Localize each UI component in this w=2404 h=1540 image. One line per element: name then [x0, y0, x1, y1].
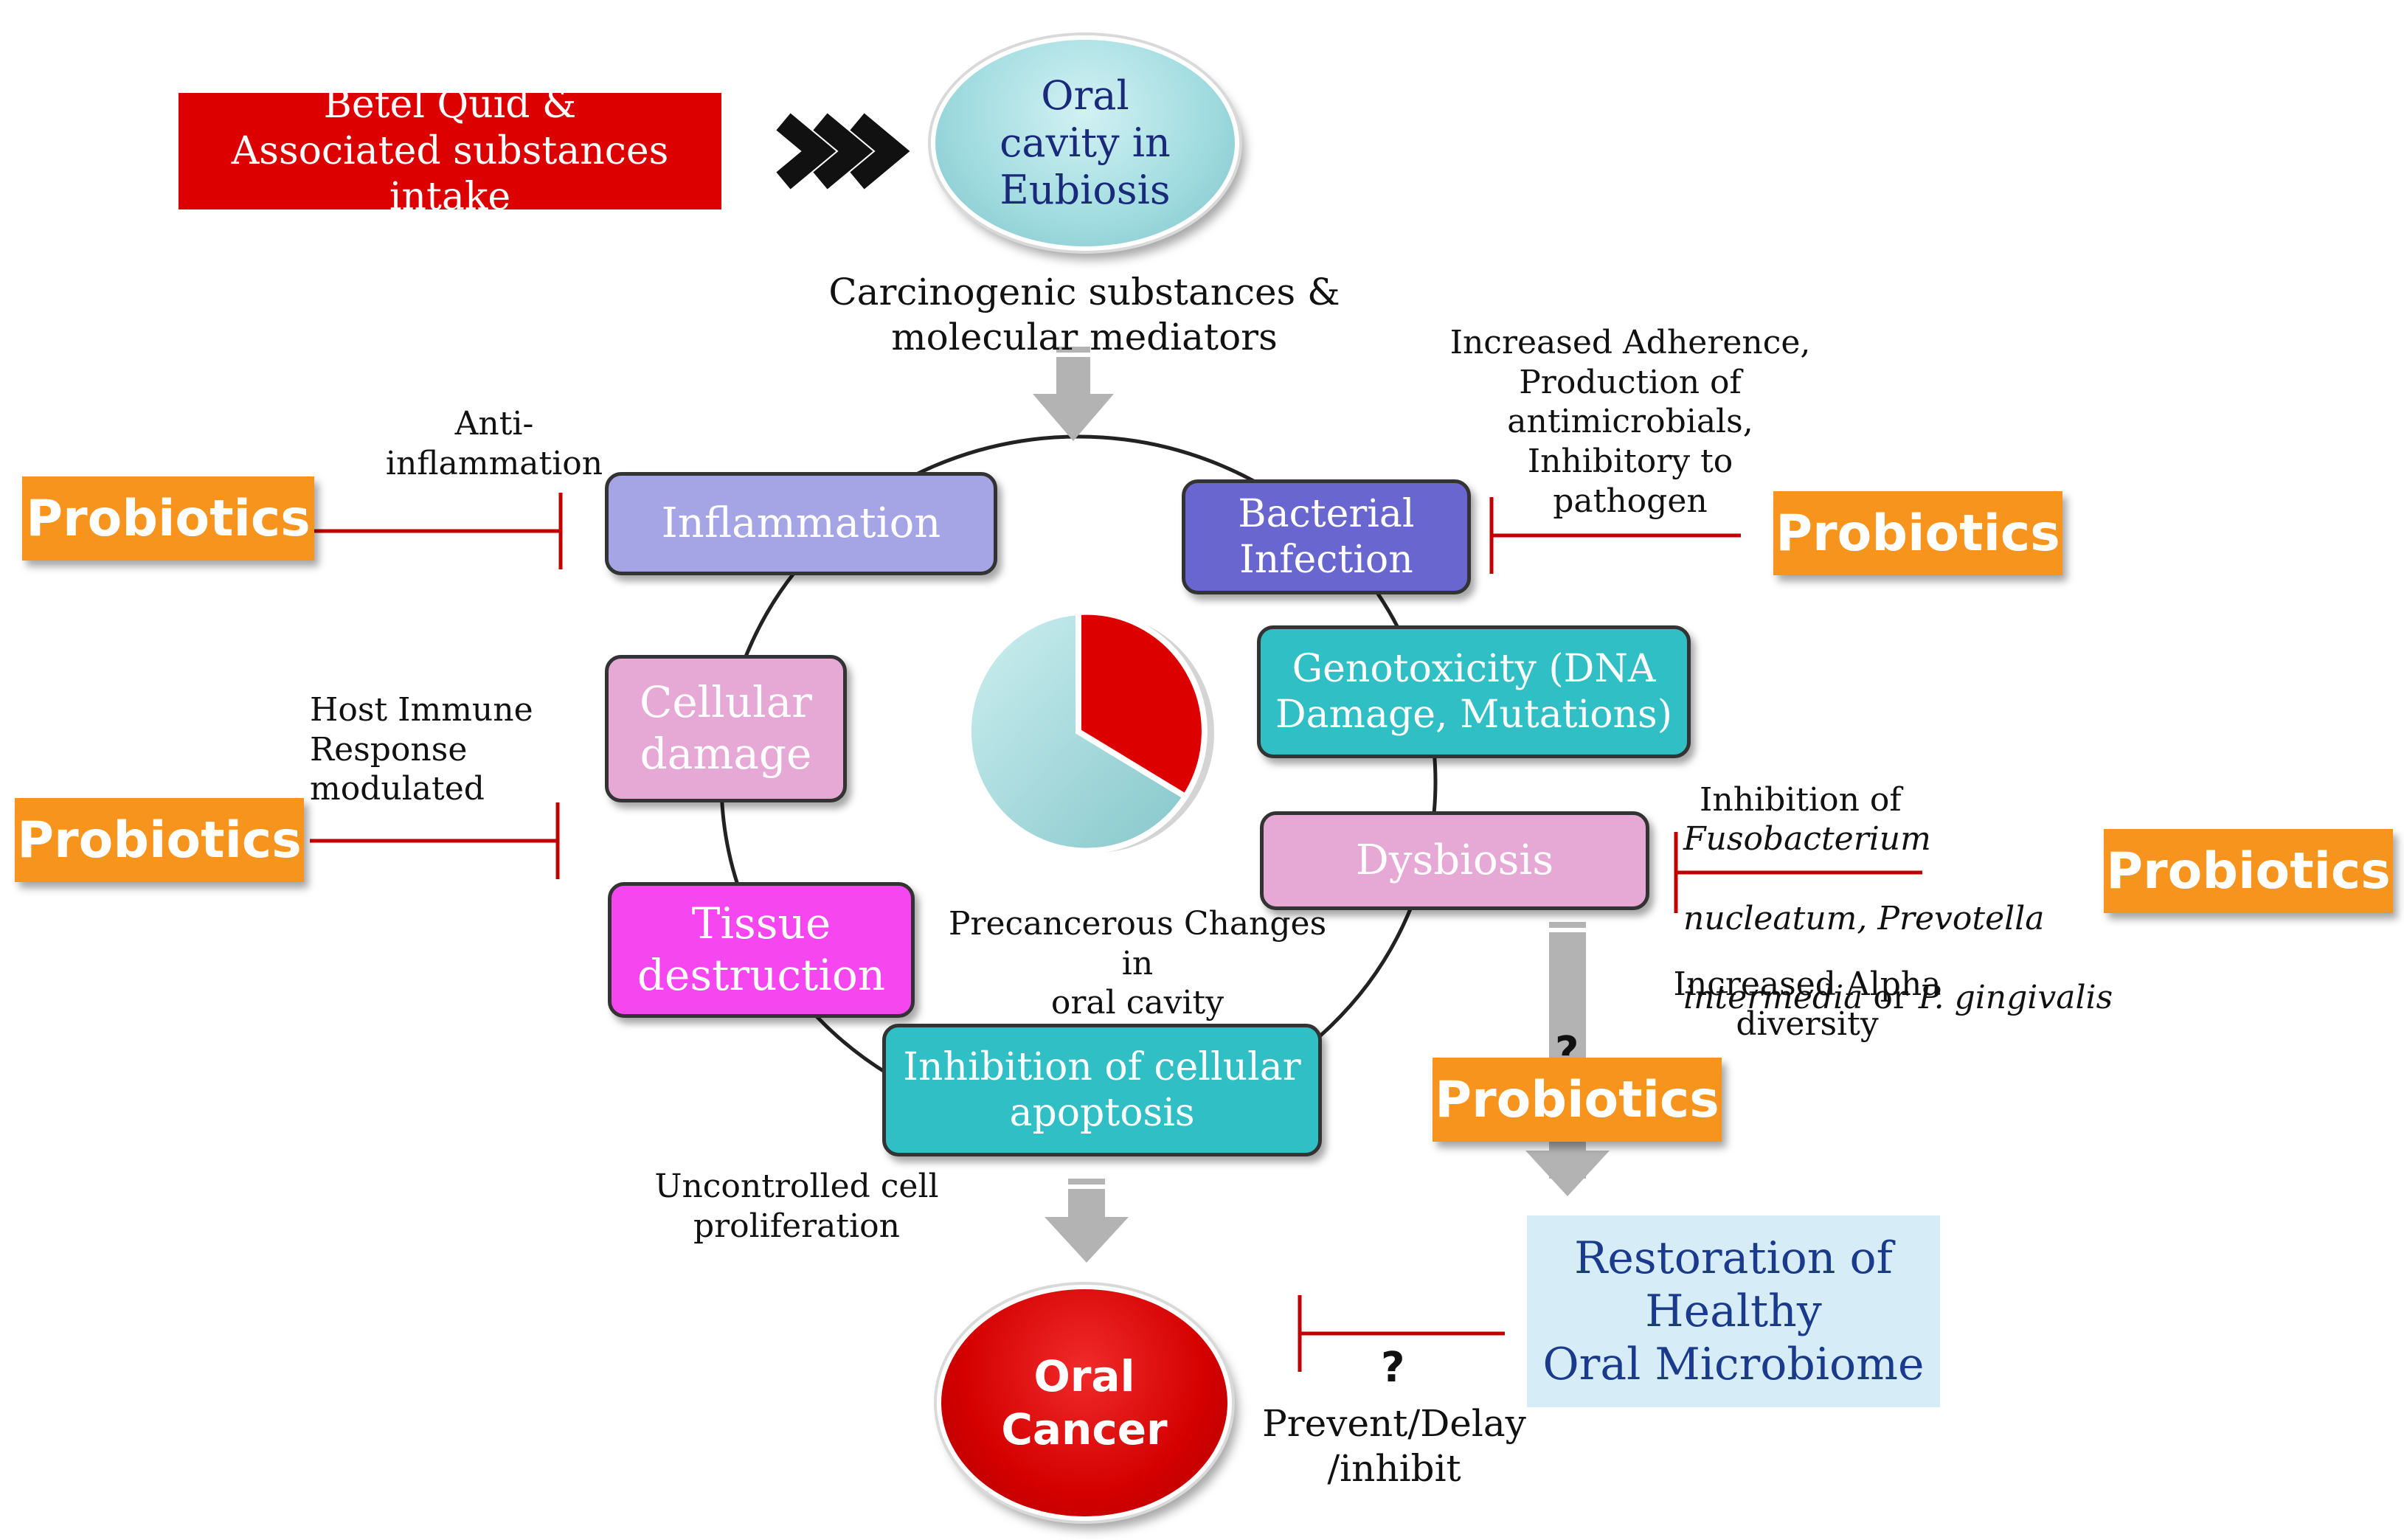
mediators-label: Carcinogenic substances & molecular medi… [828, 271, 1340, 358]
inhibit-line-restoration [1298, 1295, 1505, 1372]
pie-chart-icon [965, 608, 1214, 854]
precancerous-label: Precancerous Changes in oral cavity [948, 905, 1327, 1022]
species-gingivalis: P. gingivalis [1918, 979, 2113, 1017]
adherence-label: Increased Adherence, Production of antim… [1449, 324, 1811, 520]
restoration-box: Restoration of Healthy Oral Microbiome [1527, 1215, 1940, 1407]
probiotics-box-host-immune: Probiotics [15, 798, 304, 882]
eubiosis-oval: Oral cavity in Eubiosis [931, 35, 1239, 251]
uncontrolled-proliferation-label: Uncontrolled cell proliferation [654, 1168, 939, 1245]
betel-quid-box: Betel Quid & Associated substances intak… [179, 83, 721, 219]
inhibit-line-host-immune [310, 802, 560, 879]
species-intermedia: intermedia [1683, 979, 1863, 1017]
species-fusobacterium: Fusobacterium [1683, 820, 1931, 859]
anti-inflammation-label: Anti- inflammation [385, 405, 603, 482]
inflammation-box: Inflammation [605, 472, 997, 575]
down-arrow-icon [1045, 1179, 1129, 1263]
or-conjunction: or [1863, 979, 1919, 1017]
probiotics-box-alpha-diversity: Probiotics [1433, 1058, 1722, 1142]
bacterial-infection-box: Bacterial Infection [1182, 479, 1471, 594]
inhibit-line-anti-inflammation [314, 493, 563, 569]
chevron-triple-right-icon [776, 113, 910, 190]
prevent-delay-label: Prevent/Delay /inhibit [1262, 1402, 1526, 1490]
question-mark-icon: ? [1381, 1344, 1405, 1392]
alpha-diversity-label: Increased Alpha diversity [1673, 965, 1941, 1043]
apoptosis-inhibition-box: Inhibition of cellular apoptosis [882, 1024, 1322, 1156]
cellular-damage-box: Cellular damage [605, 655, 847, 802]
probiotics-box-bacterial: Probiotics [1773, 491, 2062, 575]
down-arrow-icon [1033, 347, 1114, 441]
genotoxicity-box: Genotoxicity (DNA Damage, Mutations) [1257, 625, 1691, 758]
tissue-destruction-box: Tissue destruction [608, 882, 915, 1018]
host-immune-label: Host Immune Response modulated [310, 691, 533, 808]
oral-cancer-oval: Oral Cancer [937, 1285, 1232, 1521]
species-nucleatum-prevotella: nucleatum, Prevotella [1683, 899, 2045, 937]
inhibit-line-bacterial [1489, 497, 1741, 574]
inhibition-species-label: Inhibition of Fusobacterium nucleatum, P… [1683, 740, 2155, 1018]
probiotics-box-anti-inflammation: Probiotics [22, 476, 314, 561]
inhibition-prefix: Inhibition of [1700, 780, 1902, 819]
inhibit-line-dysbiosis [1674, 832, 1922, 913]
probiotics-box-dysbiosis: Probiotics [2104, 829, 2393, 913]
dysbiosis-box: Dysbiosis [1260, 811, 1649, 910]
